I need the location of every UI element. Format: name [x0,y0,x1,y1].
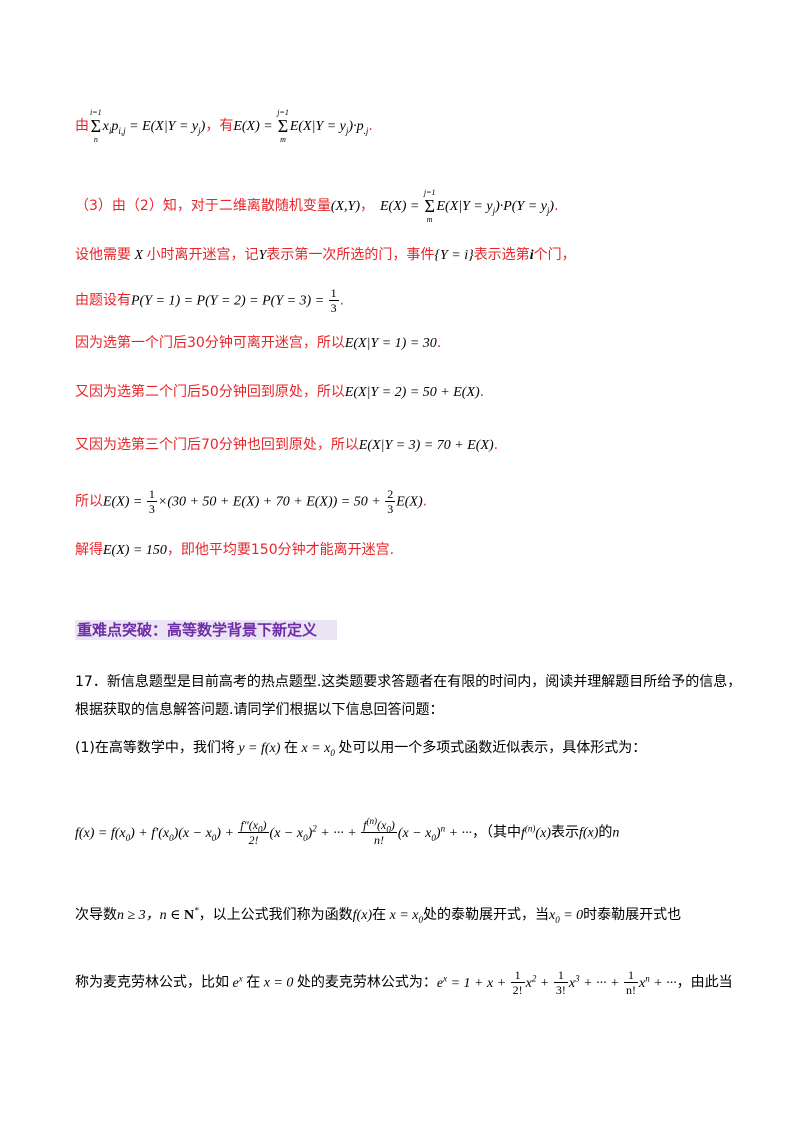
formula: E(X|Y = 2) = 50 + E(X) [344,385,480,400]
text-span: 又因为选第三个门后70分钟也回到原处，所以 [75,437,359,453]
formula: f(n)(x) [521,822,551,841]
formula: xn + ··· [638,972,677,991]
text-span: 个门， [533,247,576,263]
formula: ×(30 + 50 + E(X) + 70 + E(X)) = 50 + [157,494,385,510]
formula: E(X) [396,494,423,510]
formula: E(X) = [380,199,423,214]
text-span: 表示 [550,824,579,841]
formula: E(X|Y = 1) = 30 [344,336,437,351]
formula: x = x0 [386,908,423,925]
formula: E(X|Y = 3) = 70 + E(X) [358,438,494,453]
formula: (X,Y) [330,199,360,214]
formula: (x − x0)n + ··· [397,822,473,843]
formula: x0 = 0 [548,908,584,925]
text-span: 的 [598,824,613,841]
section-heading: 重难点突破：高等数学背景下新定义 [75,620,337,640]
formula: y = f(x) [234,741,284,756]
formula: X [131,248,147,263]
formula: ex [229,972,243,991]
fraction: f″(x0)2! [238,818,269,847]
fraction: f(n)(x0)n! [361,816,397,847]
formula: E(X) = [233,119,277,134]
text-span: (1)在高等数学中，我们将 [75,740,235,756]
formula: n ≥ 3，n ∈ N* [117,905,199,923]
formula: (x − x0)2 + ··· + [269,822,361,843]
solution-line-6: 又因为选第二个门后50分钟回到原处，所以E(X|Y = 2) = 50 + E(… [75,384,485,400]
taylor-formula: f(x) = f(x0) + f′(x0)(x − x0) + [75,825,238,843]
formula: Y [258,248,267,263]
text-span: 表示第一次所选的门，事件 [266,247,435,263]
text-span: 所以 [75,493,103,510]
text-span: 小时离开迷宫，记 [146,247,259,263]
text-span: 设他需要 [75,247,131,263]
formula: x3 + ··· + [568,972,623,991]
text-span: 在 [283,740,298,756]
text-span: 解得 [75,542,103,558]
text-span: 次导数 [75,907,117,923]
formula: i [529,248,534,263]
formula: x = x0 [297,741,335,758]
solution-line-7: 又因为选第三个门后70分钟也回到原处，所以E(X|Y = 3) = 70 + E… [75,437,499,453]
formula: xipi,j = E(X|Y = yj) [102,119,206,136]
text-span: ，（其中 [472,824,522,841]
text-span: 在 [372,907,387,923]
text-span: 在 [246,974,261,991]
text-span: 因为选第一个门后30分钟可离开迷宫，所以 [75,335,345,351]
text-span: 处的泰勒展开式，当 [422,907,549,923]
formula: E(X) = [103,494,146,510]
text-span: ，由此当 [676,974,733,991]
text-span: 称为麦克劳林公式，比如 [75,974,229,991]
text-span: ， [360,198,374,214]
problem-line-3: (1)在高等数学中，我们将 y = f(x) 在 x = x0 处可以用一个多项… [75,738,646,759]
text-span: （3）由（2）知，对于二维离散随机变量 [75,198,331,214]
formula: x = 0 [260,975,297,991]
text-span: 又因为选第二个门后50分钟回到原处，所以 [75,384,345,400]
problem-line-4: f(x) = f(x0) + f′(x0)(x − x0) + f″(x0)2!… [75,816,620,848]
text-span: 时泰勒展开式也 [583,907,682,923]
problem-line-2: 根据获取的信息解答问题.请同学们根据以下信息回答问题： [75,702,444,718]
formula: ex = 1 + x + [436,972,510,991]
formula: E(X|Y = yj)·P(Y = yj) [436,199,555,216]
formula: E(X|Y = yj)·p.j [289,119,369,136]
formula: n [612,825,620,841]
solution-line-5: 因为选第一个门后30分钟可离开迷宫，所以E(X|Y = 1) = 30. [75,335,442,351]
problem-line-5: 次导数n ≥ 3，n ∈ N*，以上公式我们称为函数f(x)在 x = x0处的… [75,905,681,926]
text-span: ，有 [205,118,234,134]
formula: x2 + [525,972,553,991]
formula: P(Y = 1) = P(Y = 2) = P(Y = 3) = [131,293,328,309]
text-span: ，即他平均要150分钟才能离开迷宫. [166,542,395,558]
solution-line-3: 设他需要 X 小时离开迷宫，记Y表示第一次所选的门，事件{Y = i}表示选第i… [75,245,576,266]
problem-line-1: 17．新信息题型是目前高考的热点题型.这类题要求答题者在有限的时间内，阅读并理解… [75,674,742,690]
text-span: 表示选第 [473,247,530,263]
text-span: 处的麦克劳林公式为： [296,974,437,991]
formula: E(X) = 150 [103,543,167,558]
formula: {Y = i} [434,248,474,263]
text-span: 处可以用一个多项式函数近似表示，具体形式为： [338,740,647,756]
solution-line-9: 解得E(X) = 150，即他平均要150分钟才能离开迷宫. [75,540,394,561]
text-span: 由题设有 [75,292,131,309]
text-span: ，以上公式我们称为函数 [198,907,353,923]
formula: f(x) [578,825,599,841]
problem-line-6: 称为麦克劳林公式，比如 ex 在 x = 0 处的麦克劳林公式为：ex = 1 … [75,968,733,997]
formula: f(x) [352,908,373,923]
text-span: 由 [75,118,89,134]
